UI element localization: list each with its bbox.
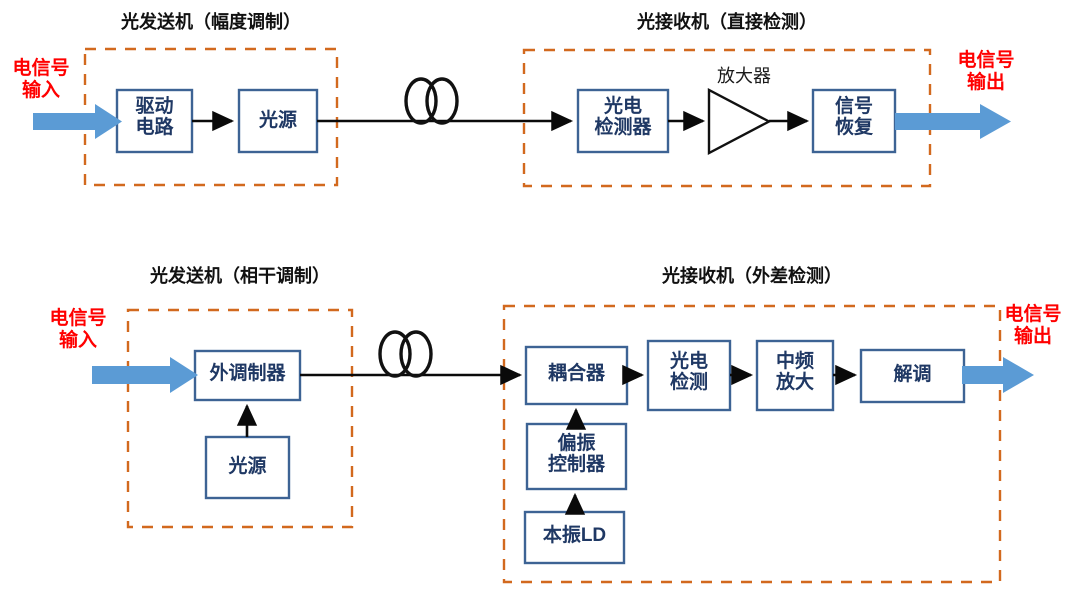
input-arrow-top bbox=[33, 104, 122, 139]
block-if-amplifier[interactable] bbox=[755, 339, 835, 412]
output-arrow-bottom bbox=[962, 357, 1034, 393]
optical-fiber-coil-top bbox=[404, 77, 459, 125]
block-photodetector[interactable] bbox=[576, 88, 670, 154]
block-signal-recovery[interactable] bbox=[811, 88, 897, 154]
block-external-modulator[interactable] bbox=[193, 349, 302, 402]
block-polarization-controller[interactable] bbox=[525, 422, 628, 491]
input-arrow-bottom bbox=[92, 357, 198, 393]
block-coupler[interactable] bbox=[524, 345, 629, 406]
group-box-bottom-receiver bbox=[502, 304, 1002, 584]
block-local-oscillator-ld[interactable] bbox=[523, 510, 626, 565]
output-arrow-top bbox=[895, 104, 1011, 139]
block-light-source-bottom[interactable] bbox=[204, 435, 291, 500]
block-demodulator[interactable] bbox=[859, 348, 966, 404]
group-box-top-receiver bbox=[522, 48, 932, 188]
optical-fiber-coil-bottom bbox=[378, 330, 433, 378]
block-photodetect[interactable] bbox=[646, 339, 732, 412]
block-drive-circuit[interactable] bbox=[115, 88, 194, 154]
amplifier-triangle[interactable] bbox=[707, 88, 772, 155]
block-light-source-top[interactable] bbox=[237, 88, 319, 154]
